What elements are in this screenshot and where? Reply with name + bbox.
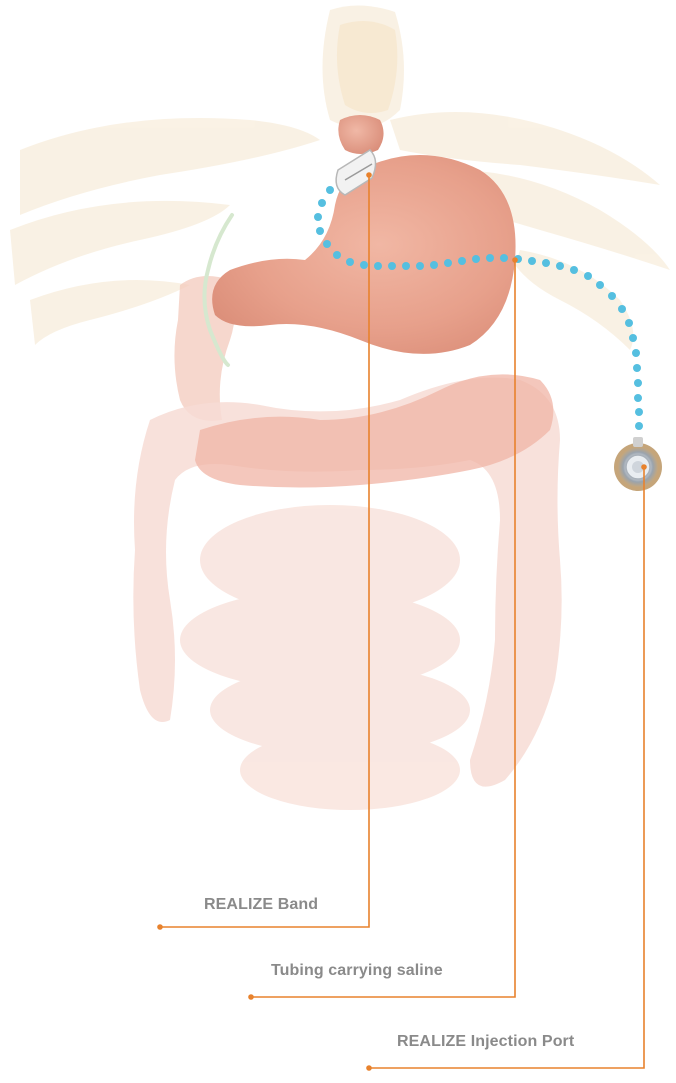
label-realize-band: REALIZE Band xyxy=(204,896,318,914)
stomach xyxy=(212,155,515,354)
label-injection-port: REALIZE Injection Port xyxy=(397,1033,574,1051)
injection-port xyxy=(614,437,662,491)
leader-dot-band xyxy=(157,924,163,930)
leader-dot-band-start xyxy=(366,172,372,178)
leader-dot-port xyxy=(366,1065,372,1071)
leader-dot-port-start xyxy=(641,464,647,470)
small-intestine xyxy=(180,505,470,810)
stomach-pouch xyxy=(338,115,383,154)
leader-dot-tubing-start xyxy=(512,257,518,263)
label-tubing-saline: Tubing carrying saline xyxy=(271,962,443,980)
spine xyxy=(337,21,397,113)
leader-dot-tubing xyxy=(248,994,254,1000)
